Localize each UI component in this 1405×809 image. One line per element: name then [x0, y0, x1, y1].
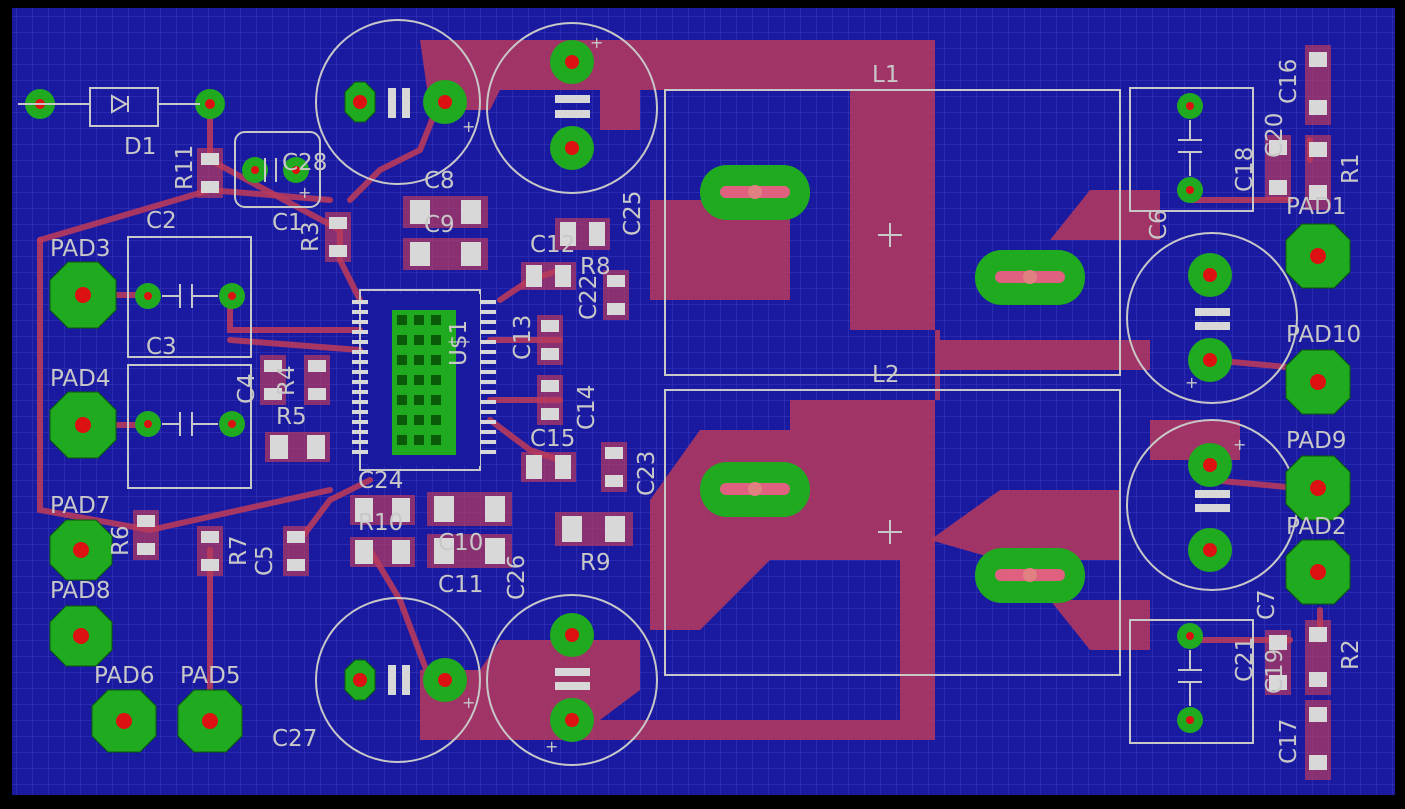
label-c6: C6	[1146, 209, 1172, 240]
label-c27: C27	[272, 726, 317, 752]
label-c2: C2	[146, 208, 177, 234]
label-c5: C5	[252, 545, 278, 576]
label-c17: C17	[1276, 719, 1302, 764]
label-c24: C24	[358, 468, 403, 494]
label-c25: C25	[620, 191, 646, 236]
label-pad2: PAD2	[1286, 514, 1346, 540]
label-pad1: PAD1	[1286, 194, 1346, 220]
label-c12: C12	[530, 232, 575, 258]
inductor-L2	[664, 389, 1121, 676]
label-pad9: PAD9	[1286, 428, 1346, 454]
label-c19: C19	[1262, 649, 1288, 694]
label-r2: R2	[1338, 639, 1364, 670]
label-c28: C28	[282, 150, 327, 176]
label-c11: C11	[438, 572, 483, 598]
label-c15: C15	[530, 426, 575, 452]
label-r9: R9	[580, 550, 611, 576]
label-pad3: PAD3	[50, 236, 110, 262]
label-c8: C8	[424, 168, 455, 194]
label-c22: C22	[576, 275, 602, 320]
label-pad7: PAD7	[50, 493, 110, 519]
label-pad4: PAD4	[50, 366, 110, 392]
through-hole-pads	[25, 40, 1351, 753]
label-pad5: PAD5	[180, 663, 240, 689]
svg-text:+: +	[298, 183, 311, 202]
label-l1: L1	[872, 62, 899, 88]
copper-pours	[420, 40, 1240, 740]
label-r8: R8	[580, 254, 611, 280]
label-r4: R4	[274, 365, 300, 396]
label-r11: R11	[172, 145, 198, 190]
label-pad8: PAD8	[50, 578, 110, 604]
label-c10: C10	[438, 530, 483, 556]
svg-text:+: +	[1233, 435, 1246, 454]
inductor-pads	[700, 165, 1085, 603]
label-c18: C18	[1232, 147, 1258, 192]
label-r3: R3	[298, 221, 324, 252]
label-c23: C23	[634, 451, 660, 496]
smd-components	[133, 45, 1331, 780]
label-c4: C4	[234, 373, 260, 404]
label-d1: D1	[124, 134, 156, 160]
label-c9: C9	[424, 212, 455, 238]
polarity-marks: + + + + + + +	[298, 33, 1246, 756]
svg-text:+: +	[1185, 373, 1198, 392]
label-l2: L2	[872, 362, 899, 388]
svg-text:+: +	[462, 693, 475, 712]
label-r1: R1	[1338, 153, 1364, 184]
label-c14: C14	[574, 385, 600, 430]
label-pad10: PAD10	[1286, 322, 1361, 348]
label-r7: R7	[226, 535, 252, 566]
svg-text:+: +	[545, 737, 558, 756]
label-c7: C7	[1254, 589, 1280, 620]
label-u1: U$1	[446, 320, 472, 366]
inductor-L1	[664, 89, 1121, 376]
component-labels: D1 R11 C28 C1 R3 C2 C3 C4 R4 R5 PAD3 PAD…	[50, 59, 1364, 764]
label-c20: C20	[1262, 113, 1288, 158]
label-pad6: PAD6	[94, 663, 154, 689]
label-c26: C26	[504, 555, 530, 600]
label-r5: R5	[276, 404, 307, 430]
label-c21: C21	[1232, 637, 1258, 682]
label-r6: R6	[108, 525, 134, 556]
film-cap-symbols	[162, 120, 1202, 706]
label-c1: C1	[272, 210, 303, 236]
svg-text:+: +	[590, 33, 603, 52]
label-c16: C16	[1276, 59, 1302, 104]
ic-u1	[352, 294, 496, 466]
board-grid	[12, 8, 1395, 795]
label-r10: R10	[358, 510, 403, 536]
label-c3: C3	[146, 334, 177, 360]
label-c13: C13	[510, 315, 536, 360]
svg-text:+: +	[462, 117, 475, 136]
